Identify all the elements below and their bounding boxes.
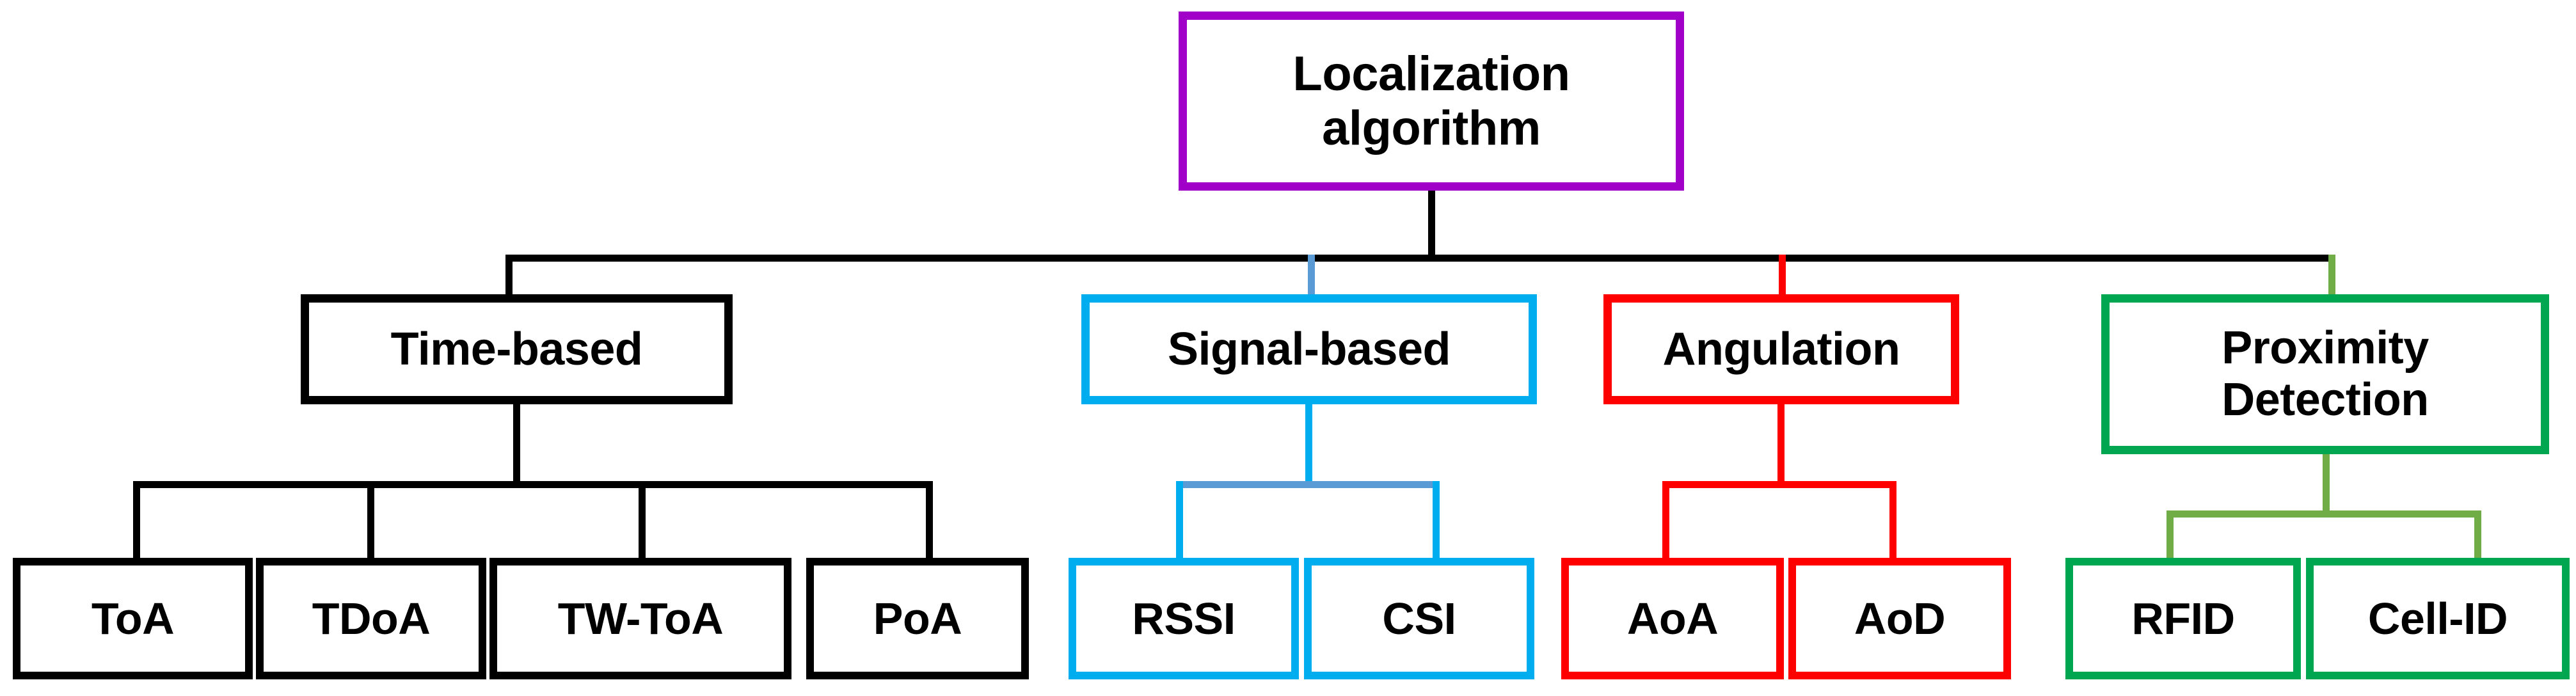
node-poa[interactable]: PoA (806, 558, 1029, 679)
connector-angulation-stem (1777, 404, 1785, 486)
connector-angulation-bus (1662, 481, 1896, 488)
node-tdoa[interactable]: TDoA (256, 558, 486, 679)
node-label-time-based: Time-based (390, 323, 643, 375)
node-cell-id[interactable]: Cell-ID (2306, 558, 2570, 679)
node-csi[interactable]: CSI (1304, 558, 1534, 679)
connector-signal-based-drop-csi (1433, 481, 1440, 563)
node-label-aod: AoD (1854, 593, 1946, 644)
connector-root-stem (1428, 191, 1435, 261)
connector-proximity-drop-rfid (2167, 510, 2174, 563)
node-rfid[interactable]: RFID (2065, 558, 2301, 679)
node-time-based[interactable]: Time-based (301, 294, 733, 404)
node-label-localization-algorithm: Localization algorithm (1292, 46, 1570, 155)
node-label-tw-toa: TW-ToA (557, 593, 724, 644)
connector-proximity-bus (2167, 510, 2481, 518)
connector-time-based-drop-tdoa (367, 481, 374, 563)
node-label-toa: ToA (91, 593, 175, 644)
connector-signal-based-bus (1176, 481, 1440, 488)
node-label-angulation: Angulation (1662, 323, 1900, 375)
node-aoa[interactable]: AoA (1561, 558, 1784, 679)
node-label-rssi: RSSI (1132, 593, 1236, 644)
node-signal-based[interactable]: Signal-based (1081, 294, 1537, 404)
connector-time-based-drop-toa (133, 481, 140, 563)
connector-drop-angulation (1779, 255, 1786, 298)
node-label-rfid: RFID (2131, 593, 2235, 644)
node-tw-toa[interactable]: TW-ToA (489, 558, 791, 679)
connector-angulation-drop-aod (1889, 481, 1896, 563)
connector-drop-proximity-detection (2328, 255, 2335, 298)
node-toa[interactable]: ToA (13, 558, 253, 679)
node-label-aoa: AoA (1626, 593, 1719, 644)
node-localization-algorithm[interactable]: Localization algorithm (1179, 12, 1684, 191)
connector-time-based-stem (513, 404, 520, 486)
connector-angulation-drop-aoa (1662, 481, 1669, 563)
connector-signal-based-drop-rssi (1176, 481, 1183, 563)
node-rssi[interactable]: RSSI (1069, 558, 1299, 679)
node-label-signal-based: Signal-based (1167, 323, 1451, 375)
node-label-proximity-detection: Proximity Detection (2222, 322, 2429, 425)
node-proximity-detection[interactable]: Proximity Detection (2101, 294, 2549, 454)
node-label-tdoa: TDoA (312, 593, 431, 644)
connector-time-based-bus (133, 481, 933, 488)
node-aod[interactable]: AoD (1788, 558, 2011, 679)
connector-time-based-drop-tw-toa (639, 481, 646, 563)
connector-main-bus (505, 255, 2335, 262)
connector-drop-time-based (505, 255, 513, 298)
node-label-csi: CSI (1382, 593, 1456, 644)
connector-proximity-stem (2323, 454, 2330, 517)
connector-signal-based-stem (1305, 404, 1312, 486)
node-angulation[interactable]: Angulation (1603, 294, 1959, 404)
connector-drop-signal-based (1308, 255, 1315, 298)
connector-time-based-drop-poa (926, 481, 933, 563)
connector-proximity-drop-cell-id (2474, 510, 2481, 563)
node-label-poa: PoA (873, 593, 962, 644)
node-label-cell-id: Cell-ID (2367, 593, 2508, 644)
